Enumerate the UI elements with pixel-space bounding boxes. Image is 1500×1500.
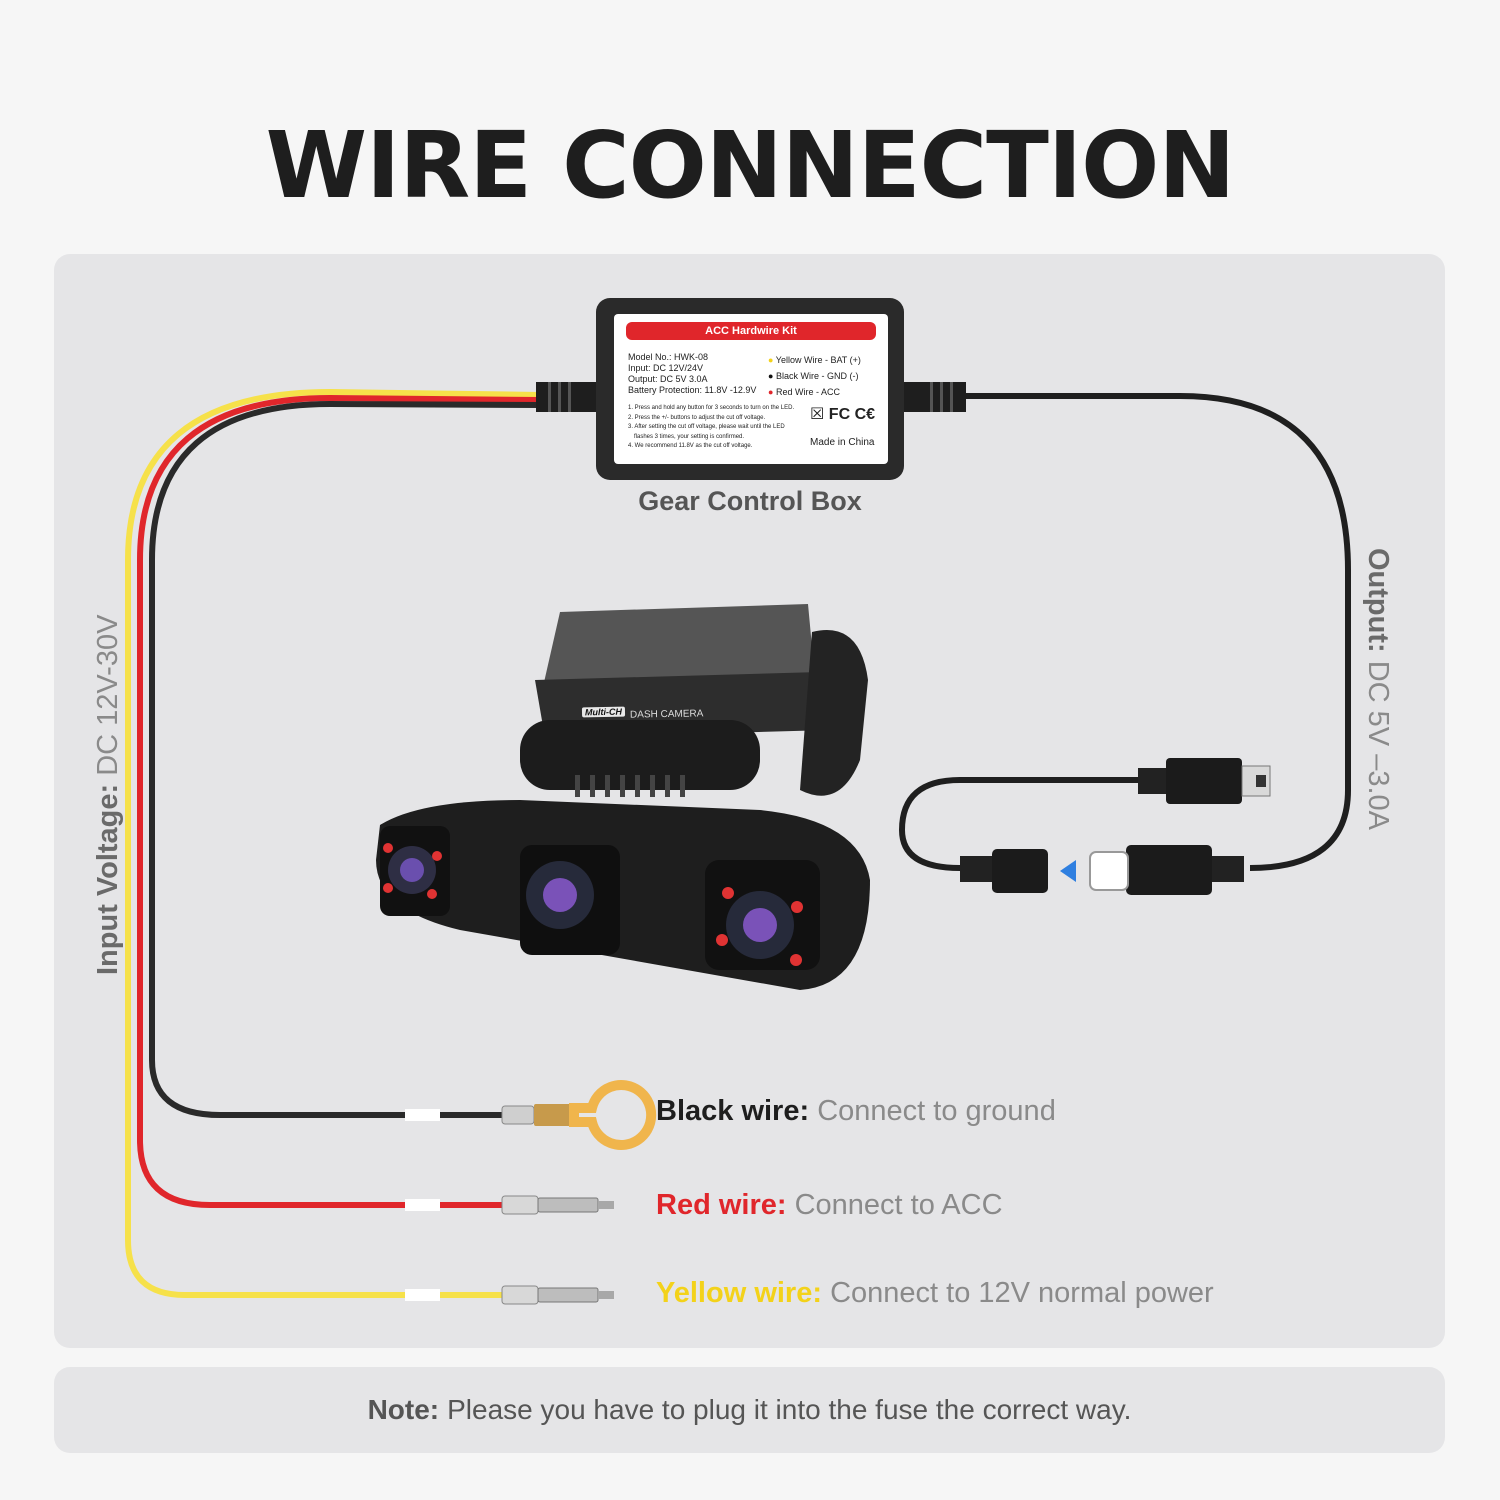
output-voltage-label: Output: DC 5V –3.0A [1362, 548, 1394, 830]
usb-c-adapter [960, 849, 1048, 893]
output-cable [898, 393, 1351, 871]
black-wire-label: Black wire: Connect to ground [656, 1095, 1056, 1127]
yellow-wire-label: Yellow wire: Connect to 12V normal power [656, 1277, 1214, 1309]
instructions: 1. Press and hold any button for 3 secon… [628, 405, 795, 449]
note-key: Note: [367, 1394, 440, 1425]
camera-brand-badge: Multi-CH [581, 706, 626, 718]
connect-arrow-icon [1060, 860, 1076, 882]
kit-header: ACC Hardwire Kit [705, 325, 797, 337]
certification-marks: ☒ FC C€ [810, 406, 876, 423]
control-box [536, 298, 966, 480]
camera-model-label: DASH CAMERA [629, 708, 704, 721]
output-spec: Output: DC 5V 3.0A [628, 374, 708, 384]
model-number: Model No.: HWK-08 [628, 352, 709, 362]
input-wires [125, 388, 543, 1301]
input-voltage-label: Input Voltage: DC 12V-30V [92, 614, 124, 975]
mini-usb-plug [1138, 758, 1271, 804]
ground-ring-terminal [501, 1080, 657, 1150]
black-wire [149, 400, 543, 1118]
legend-red: ● Red Wire - ACC [768, 387, 840, 397]
battery-pin-terminal [501, 1285, 614, 1305]
battery-spec: Battery Protection: 11.8V -12.9V [628, 385, 757, 395]
control-box-caption: Gear Control Box [638, 486, 862, 516]
red-wire-label: Red wire: Connect to ACC [656, 1189, 1003, 1221]
control-box-label: ACC Hardwire Kit Model No.: HWK-08 Input… [614, 314, 888, 464]
made-in-china: Made in China [810, 437, 875, 448]
page-title: WIRE CONNECTION [265, 112, 1236, 219]
wire-legend: ● Yellow Wire - BAT (+) ● Black Wire - G… [768, 352, 861, 400]
legend-yellow: ● Yellow Wire - BAT (+) [768, 355, 861, 365]
dash-camera-illustration [376, 604, 870, 990]
red-wire [137, 394, 543, 1208]
note-text: Please you have to plug it into the fuse… [447, 1394, 1132, 1425]
input-spec: Input: DC 12V/24V [628, 363, 704, 373]
acc-pin-terminal [501, 1195, 614, 1215]
usb-c-plug [1089, 845, 1244, 895]
note-box: Note: Please you have to plug it into th… [54, 1367, 1445, 1453]
yellow-wire [125, 388, 543, 1298]
legend-black: ● Black Wire - GND (-) [768, 371, 859, 381]
